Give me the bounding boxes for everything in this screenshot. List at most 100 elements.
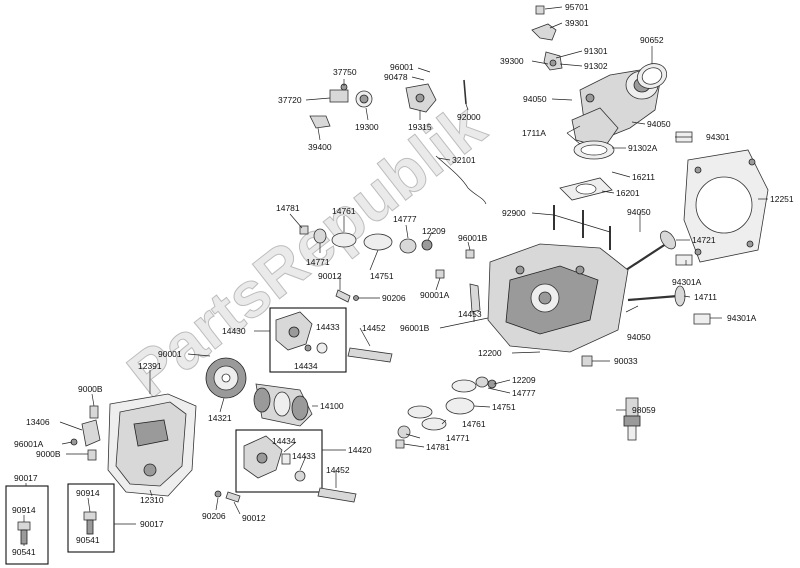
label-96001: 96001 — [390, 62, 414, 72]
label-91301: 91301 — [584, 46, 608, 56]
label-90033: 90033 — [614, 356, 638, 366]
label-14711: 14711 — [694, 292, 717, 302]
label-92000: 92000 — [457, 112, 481, 122]
label-90001A: 90001A — [420, 290, 450, 300]
bolt-kit-frame-a — [5, 485, 49, 565]
label-37720: 37720 — [278, 95, 302, 105]
label-14761: 14761 — [462, 419, 486, 429]
label-14771: 14771 — [306, 257, 330, 267]
rocker-arm-frame — [269, 307, 347, 373]
label-14434: 14434 — [272, 436, 296, 446]
rocker-shaft-lower-drawing — [317, 487, 357, 503]
label-95701: 95701 — [565, 2, 589, 12]
part-number-labels: 95701 39301 91301 39300 91302 90652 9600… — [12, 2, 794, 557]
label-94050: 94050 — [647, 119, 671, 129]
leader-lines — [23, 6, 768, 546]
dowel-pin-drawing — [693, 313, 711, 325]
label-90541: 90541 — [76, 535, 100, 545]
label-12391: 12391 — [138, 361, 162, 371]
label-12209: 12209 — [512, 375, 536, 385]
label-94050: 94050 — [627, 332, 651, 342]
label-90652: 90652 — [640, 35, 664, 45]
bolt-drawing — [581, 355, 593, 367]
label-90914: 90914 — [12, 505, 36, 515]
cover-bolts-drawing — [70, 405, 101, 461]
label-19300: 19300 — [355, 122, 379, 132]
label-14452: 14452 — [362, 323, 386, 333]
label-39400: 39400 — [308, 142, 332, 152]
label-14751: 14751 — [370, 271, 394, 281]
head-cover-drawing — [107, 393, 197, 497]
label-94301A: 94301A — [727, 313, 757, 323]
label-14781: 14781 — [276, 203, 300, 213]
label-39300: 39300 — [500, 56, 524, 66]
bolt-kit-frame-b — [67, 483, 115, 553]
idle-control-parts-drawing — [309, 79, 467, 129]
cylinder-head-drawing — [487, 243, 629, 353]
small-hardware-lower-drawing — [214, 490, 241, 503]
label-90012: 90012 — [318, 271, 342, 281]
valve-spring-parts-drawing — [299, 225, 475, 279]
label-90541: 90541 — [12, 547, 36, 557]
label-9000B: 9000B — [36, 449, 61, 459]
label-16201: 16201 — [616, 188, 640, 198]
label-94050: 94050 — [627, 207, 651, 217]
sensor-wire-drawing — [435, 155, 487, 205]
label-14434: 14434 — [294, 361, 318, 371]
hose-clamp-drawing — [636, 63, 668, 89]
rocker-shaft-drawing — [347, 347, 393, 363]
label-39301: 39301 — [565, 18, 589, 28]
label-91302: 91302 — [584, 61, 608, 71]
label-90017: 90017 — [14, 473, 38, 483]
label-98059: 98059 — [632, 405, 656, 415]
camshaft-drawing — [253, 383, 313, 427]
label-12200: 12200 — [478, 348, 502, 358]
intake-gaskets-drawing — [559, 140, 615, 201]
label-14321: 14321 — [208, 413, 232, 423]
label-96001A: 96001A — [14, 439, 44, 449]
label-94301: 94301 — [706, 132, 730, 142]
bolt-kit-a-drawing — [17, 521, 31, 545]
small-hardware-drawing — [335, 283, 481, 313]
label-90012: 90012 — [242, 513, 266, 523]
label-14452: 14452 — [326, 465, 350, 475]
label-90001: 90001 — [158, 349, 182, 359]
label-12251: 12251 — [770, 194, 794, 204]
rocker-arm-drawing — [275, 311, 328, 354]
label-92900: 92900 — [502, 208, 526, 218]
head-gasket-drawing — [683, 149, 769, 263]
label-14721: 14721 — [692, 235, 716, 245]
label-12310: 12310 — [140, 495, 164, 505]
label-96001B: 96001B — [400, 323, 430, 333]
label-14777: 14777 — [512, 388, 536, 398]
label-91302A: 91302A — [628, 143, 658, 153]
label-14433: 14433 — [292, 451, 316, 461]
label-37750: 37750 — [333, 67, 357, 77]
label-13406: 13406 — [26, 417, 50, 427]
sensor-bracket-drawing — [531, 5, 563, 71]
label-96001B: 96001B — [458, 233, 488, 243]
label-90017: 90017 — [140, 519, 164, 529]
label-9000B: 9000B — [78, 384, 103, 394]
rocker-arm-lower-frame — [235, 429, 323, 493]
label-90206: 90206 — [202, 511, 226, 521]
label-94050: 94050 — [523, 94, 547, 104]
label-14453: 14453 — [458, 309, 482, 319]
label-14433: 14433 — [316, 322, 340, 332]
label-19315: 19315 — [408, 122, 432, 132]
label-16211: 16211 — [632, 172, 655, 182]
cam-sprocket-drawing — [205, 357, 247, 399]
dowel-pin-drawing — [675, 254, 693, 266]
label-14420: 14420 — [348, 445, 372, 455]
bolt-kit-b-drawing — [83, 511, 97, 535]
label-32101: 32101 — [452, 155, 476, 165]
label-12209: 12209 — [422, 226, 446, 236]
label-90206: 90206 — [382, 293, 406, 303]
label-14771: 14771 — [446, 433, 470, 443]
label-90914: 90914 — [76, 488, 100, 498]
label-94301A: 94301A — [672, 277, 702, 287]
label-14430: 14430 — [222, 326, 246, 336]
label-14777: 14777 — [393, 214, 417, 224]
label-14100: 14100 — [320, 401, 344, 411]
